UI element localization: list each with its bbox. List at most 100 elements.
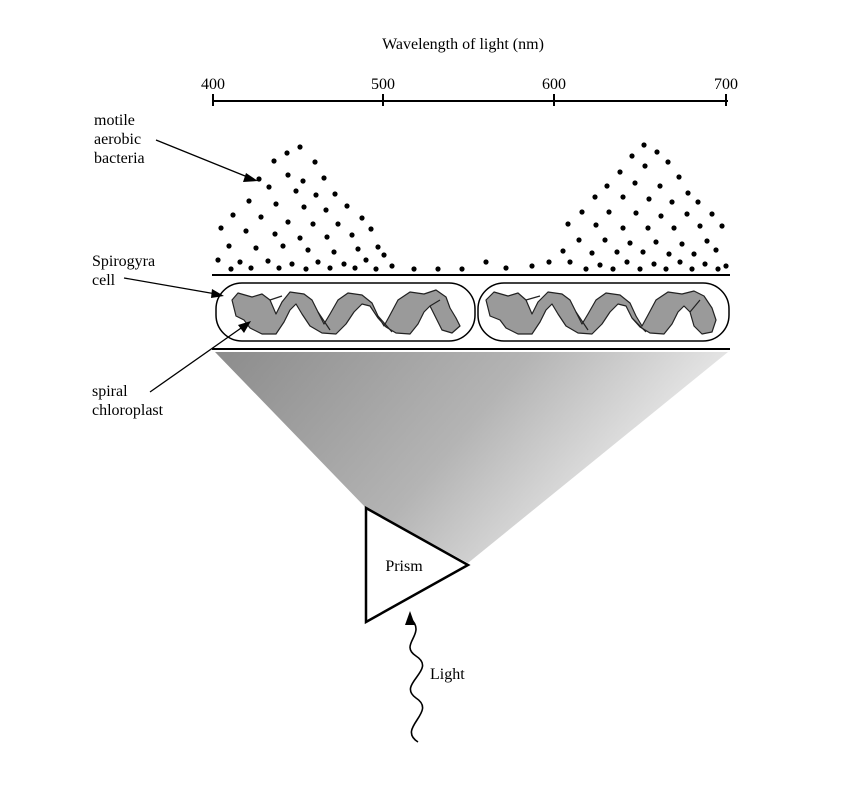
bacterium-dot [355, 246, 361, 252]
bacterium-dot [702, 261, 708, 267]
bacterium-dot [300, 178, 306, 184]
chloroplast-label: spiral chloroplast [92, 383, 164, 419]
bacterium-dot [579, 209, 585, 215]
bacterium-dot [627, 240, 633, 246]
bacteria-dots [215, 142, 729, 272]
bacterium-dot [349, 232, 355, 238]
bacterium-dot [243, 228, 249, 234]
bacterium-dot [633, 210, 639, 216]
bacterium-dot [560, 248, 566, 254]
bacterium-dot [253, 245, 259, 251]
bacterium-dot [592, 194, 598, 200]
bacterium-dot [529, 263, 535, 269]
light-arrowhead-icon [405, 611, 415, 625]
bacterium-dot [323, 207, 329, 213]
bacterium-dot [669, 199, 675, 205]
bacterium-dot [297, 144, 303, 150]
bacterium-dot [341, 261, 347, 267]
bacteria-label: motile aerobic bacteria [94, 112, 145, 167]
bacterium-dot [303, 266, 309, 272]
bacterium-dot [324, 234, 330, 240]
bacterium-dot [228, 266, 234, 272]
light-label: Light [430, 666, 465, 683]
bacterium-dot [657, 183, 663, 189]
bacterium-dot [368, 226, 374, 232]
bacterium-dot [459, 266, 465, 272]
wavelength-axis [212, 94, 728, 106]
bacterium-dot [641, 142, 647, 148]
bacterium-dot [272, 231, 278, 237]
bacterium-dot [226, 243, 232, 249]
spiral-chloroplast-right [485, 290, 717, 335]
bacterium-dot [713, 247, 719, 253]
bacterium-dot [218, 225, 224, 231]
bacterium-dot [327, 265, 333, 271]
bacterium-dot [685, 190, 691, 196]
bacterium-dot [310, 221, 316, 227]
bacterium-dot [666, 251, 672, 257]
bacterium-dot [617, 169, 623, 175]
bacterium-dot [645, 225, 651, 231]
bacterium-dot [632, 180, 638, 186]
bacterium-dot [344, 203, 350, 209]
cell-leader-arrow [123, 277, 224, 298]
bacterium-dot [265, 258, 271, 264]
bacterium-dot [691, 251, 697, 257]
bacterium-dot [620, 225, 626, 231]
bacterium-dot [411, 266, 417, 272]
bacterium-dot [381, 252, 387, 258]
bacterium-dot [624, 259, 630, 265]
bacterium-dot [637, 266, 643, 272]
bacterium-dot [715, 266, 721, 272]
bacterium-dot [331, 249, 337, 255]
bacterium-dot [723, 263, 729, 269]
bacterium-dot [654, 149, 660, 155]
bacterium-dot [583, 266, 589, 272]
bacterium-dot [389, 263, 395, 269]
bacterium-dot [315, 259, 321, 265]
bacterium-dot [642, 163, 648, 169]
bacterium-dot [215, 257, 221, 263]
bacterium-dot [284, 150, 290, 156]
bacterium-dot [665, 159, 671, 165]
bacterium-dot [256, 176, 262, 182]
bacterium-dot [293, 188, 299, 194]
bacterium-dot [237, 259, 243, 265]
bacterium-dot [280, 243, 286, 249]
bacterium-dot [651, 261, 657, 267]
bacterium-dot [373, 266, 379, 272]
light-spectrum-beam [215, 352, 728, 563]
prism [364, 505, 471, 625]
bacterium-dot [546, 259, 552, 265]
tick-label-700: 700 [714, 76, 738, 93]
bacterium-dot [709, 211, 715, 217]
axis-title: Wavelength of light (nm) [382, 36, 544, 53]
bacterium-dot [589, 250, 595, 256]
bacterium-dot [285, 172, 291, 178]
tick-label-400: 400 [201, 76, 225, 93]
bacterium-dot [677, 259, 683, 265]
bacterium-dot [597, 262, 603, 268]
bacterium-dot [285, 219, 291, 225]
bacterium-dot [663, 266, 669, 272]
bacterium-dot [352, 265, 358, 271]
bacterium-dot [503, 265, 509, 271]
bacterium-dot [276, 265, 282, 271]
bacterium-dot [301, 204, 307, 210]
bacteria-leader-arrow [155, 139, 258, 182]
spiral-chloroplast-left [231, 289, 461, 335]
bacterium-dot [271, 158, 277, 164]
bacterium-dot [671, 225, 677, 231]
tick-label-500: 500 [371, 76, 395, 93]
bacterium-dot [321, 175, 327, 181]
bacterium-dot [305, 247, 311, 253]
bacterium-dot [332, 191, 338, 197]
bacterium-dot [483, 259, 489, 265]
bacterium-dot [312, 159, 318, 165]
bacterium-dot [676, 174, 682, 180]
bacterium-dot [719, 223, 725, 229]
bacterium-dot [565, 221, 571, 227]
bacterium-dot [576, 237, 582, 243]
bacterium-dot [375, 244, 381, 250]
